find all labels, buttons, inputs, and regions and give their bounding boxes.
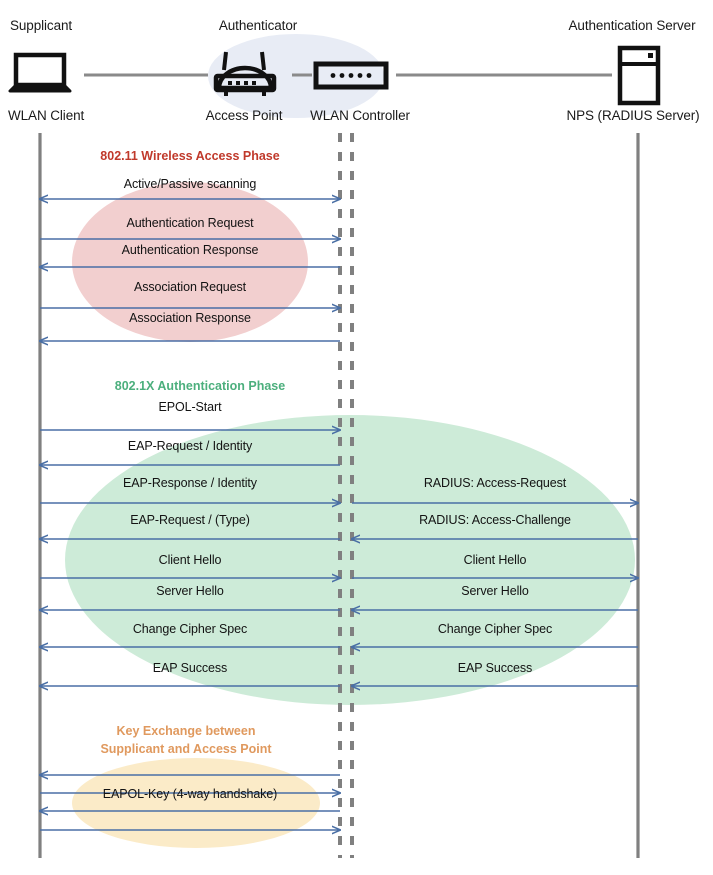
message-label-eap-request-type: EAP-Request / (Type) [130,513,250,527]
message-label-eap-response-identity: EAP-Response / Identity [123,476,257,490]
laptop-icon [8,52,72,93]
message-label-radius-radius-access-challenge: RADIUS: Access-Challenge [419,513,571,527]
actor-device-wlan-client: WLAN Client [8,108,85,123]
message-label-radius-server-hello: Server Hello [461,584,529,598]
message-label-radius-change-cipher-spec: Change Cipher Spec [437,622,553,636]
message-label-radius-radius-access-request: RADIUS: Access-Request [423,476,567,490]
message-label-authentication-response: Authentication Response [121,243,259,257]
message-label-eap-request-identity: EAP-Request / Identity [127,439,253,453]
actor-device-nps: NPS (RADIUS Server) [566,108,700,123]
wlan-controller-icon [313,61,389,90]
server-icon [617,45,661,106]
message-label-eap-success: EAP Success [152,661,228,675]
message-label-eapol-key-4-way-handshake: EAPOL-Key (4-way handshake) [102,787,278,801]
message-arrows [40,199,638,830]
device-icons [8,45,661,106]
access-point-icon [213,51,277,96]
message-label-association-request: Association Request [133,280,247,294]
actor-role-authenticator: Authenticator [218,18,298,33]
message-label-association-response: Association Response [129,311,251,325]
message-label-radius-client-hello: Client Hello [463,553,527,567]
phase-key-exchange-ellipse [72,758,320,848]
actor-lifelines [38,133,640,858]
message-label-server-hello: Server Hello [156,584,224,598]
actor-device-wlan-controller: WLAN Controller [310,108,410,123]
phase-80211-ellipse [72,182,308,342]
phase-label-80211: 802.11 Wireless Access Phase [100,149,280,163]
message-label-authentication-request: Authentication Request [126,216,254,230]
message-label-active-passive-scanning: Active/Passive scanning [123,177,257,191]
message-label-epol-start: EPOL-Start [158,400,222,414]
message-label-change-cipher-spec: Change Cipher Spec [132,622,248,636]
message-label-radius-eap-success: EAP Success [457,661,533,675]
message-label-client-hello: Client Hello [158,553,222,567]
phase-label-8021x: 802.1X Authentication Phase [114,379,286,393]
actor-role-supplicant: Supplicant [10,18,73,33]
actor-device-access-point: Access Point [205,108,283,123]
actor-role-auth-server: Authentication Server [568,18,696,33]
